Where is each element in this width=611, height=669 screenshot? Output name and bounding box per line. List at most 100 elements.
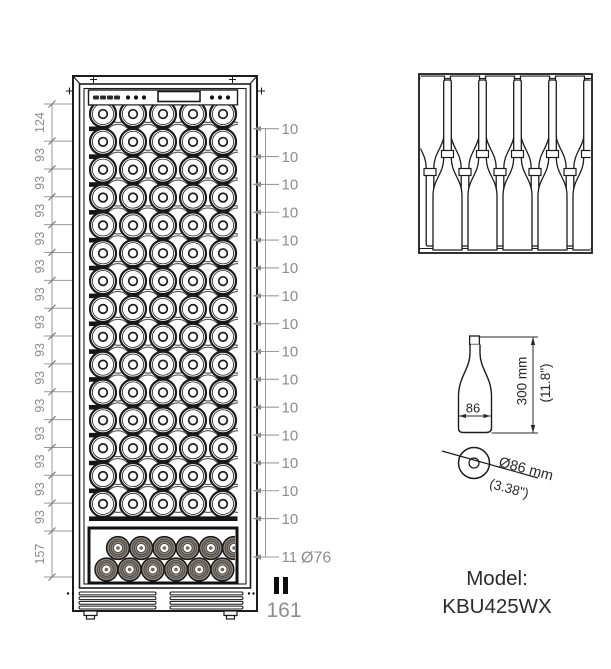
arrow-down-icon	[530, 425, 536, 433]
stacked-bottle-ring	[213, 560, 232, 579]
stacked-bottle	[221, 535, 235, 561]
stacked-bottle-ring	[226, 540, 235, 556]
bottle-ring	[122, 465, 145, 488]
bottle-ring	[181, 409, 204, 432]
dim-tick	[48, 304, 56, 313]
bottle-punt	[157, 443, 169, 454]
bottle-ring	[181, 465, 204, 488]
stacked-bottle-dot	[162, 546, 167, 550]
left-dim-label: 93	[33, 287, 47, 301]
shelf-dim-label: 10	[282, 149, 299, 166]
bottle-ring	[122, 158, 145, 181]
stacked-bottle-dot	[220, 567, 225, 572]
bottle-ring	[92, 409, 115, 432]
bottle-height-imperial: (11.8")	[538, 363, 553, 402]
bottle-collar	[475, 149, 490, 159]
left-dim-label: 93	[33, 259, 47, 273]
bottle-punt	[217, 275, 229, 287]
bottle-ring	[211, 242, 234, 265]
bottle-punt	[97, 220, 109, 231]
bottle-ring	[122, 130, 145, 153]
bottle-punt	[157, 415, 169, 426]
foot-right	[223, 610, 238, 617]
bottle-ring	[92, 130, 115, 153]
bottle-ring	[211, 270, 234, 293]
vent-slat	[169, 596, 244, 601]
panel-buttons-right	[209, 95, 231, 100]
bottle-ring	[151, 270, 174, 293]
bottle-punt	[127, 470, 139, 482]
bottle-punt	[217, 248, 229, 259]
bottle-punt	[157, 303, 169, 315]
bottle-ring	[151, 297, 174, 320]
registration-marks	[66, 76, 265, 95]
dim-tick	[48, 165, 56, 173]
top-view-bottle-down	[449, 75, 481, 247]
screw-dot-icon	[247, 592, 251, 595]
bottle-punt	[157, 498, 169, 510]
arrow-left-icon	[459, 413, 466, 419]
model-number: KBU425WX	[442, 595, 552, 618]
bottle-ring	[151, 353, 174, 376]
bottle-punt	[127, 443, 139, 454]
bottle-punt	[217, 498, 229, 510]
top-view-bottle-up	[432, 79, 463, 251]
top-view-bottle-up	[537, 79, 568, 251]
vent-slat	[78, 596, 157, 601]
bottle-punt	[127, 136, 139, 148]
left-dim-label: 93	[33, 454, 47, 468]
button-icon	[133, 95, 139, 100]
bottle-ring	[122, 492, 145, 515]
bottle-punt	[187, 164, 199, 175]
arrow-left-icon	[253, 265, 261, 271]
bottle-punt	[187, 303, 199, 315]
bottle-punt	[157, 192, 169, 203]
bottle-ring	[122, 409, 145, 432]
shelf-dim-label: 10	[282, 177, 299, 194]
bottle-punt	[97, 108, 109, 120]
stacked-bottle-dot	[104, 567, 109, 572]
dim-tick	[48, 527, 56, 535]
top-view-bottle-up	[572, 79, 591, 251]
bottle-ring	[181, 214, 204, 237]
bottle-punt	[127, 359, 139, 370]
bottle-detail: 86 300 mm (11.8") Ø86 mm (3.38")	[441, 335, 555, 501]
bottle-diameter-imperial: (3.38")	[488, 476, 531, 501]
left-dim-label: 93	[33, 176, 47, 190]
feet	[83, 610, 238, 620]
top-view-bottle-up	[502, 79, 533, 251]
shelf-dim-label: 10	[282, 511, 299, 528]
foot-left-pad	[85, 614, 96, 620]
stacked-bottle-ring	[166, 560, 186, 579]
section-break-marker	[274, 577, 288, 594]
shelf-dim-label: 10	[282, 427, 299, 444]
shelf-dim-label: 10	[282, 483, 299, 500]
bottle-ring	[151, 381, 174, 404]
brand-logo	[93, 95, 120, 100]
bottle-punt	[157, 387, 169, 398]
shelf-dim-label: 10	[282, 288, 299, 305]
arrow-left-icon	[253, 237, 261, 243]
bottle-ring	[211, 492, 234, 515]
bottle-punt	[127, 331, 139, 342]
stacked-bottle-ring	[145, 562, 161, 577]
vent-slat	[78, 600, 157, 605]
bottle-punt	[127, 108, 139, 120]
dim-tick	[48, 220, 56, 229]
shelf-dim-label: 10	[282, 399, 299, 416]
depth-dim: 161	[266, 599, 301, 622]
control-panel	[87, 89, 239, 106]
bottle-punt	[97, 136, 109, 148]
bottle-punt	[127, 220, 139, 231]
bottle-ring	[181, 437, 204, 460]
bottle-punt	[127, 275, 139, 287]
bottle-punt	[187, 387, 199, 398]
bottle-ring	[122, 325, 145, 348]
bottle-punt	[97, 275, 109, 287]
bottle-punt	[187, 108, 199, 120]
bottle-punt	[217, 164, 229, 175]
button-icon	[209, 95, 215, 100]
shelf-dim-label: 10	[282, 232, 299, 249]
